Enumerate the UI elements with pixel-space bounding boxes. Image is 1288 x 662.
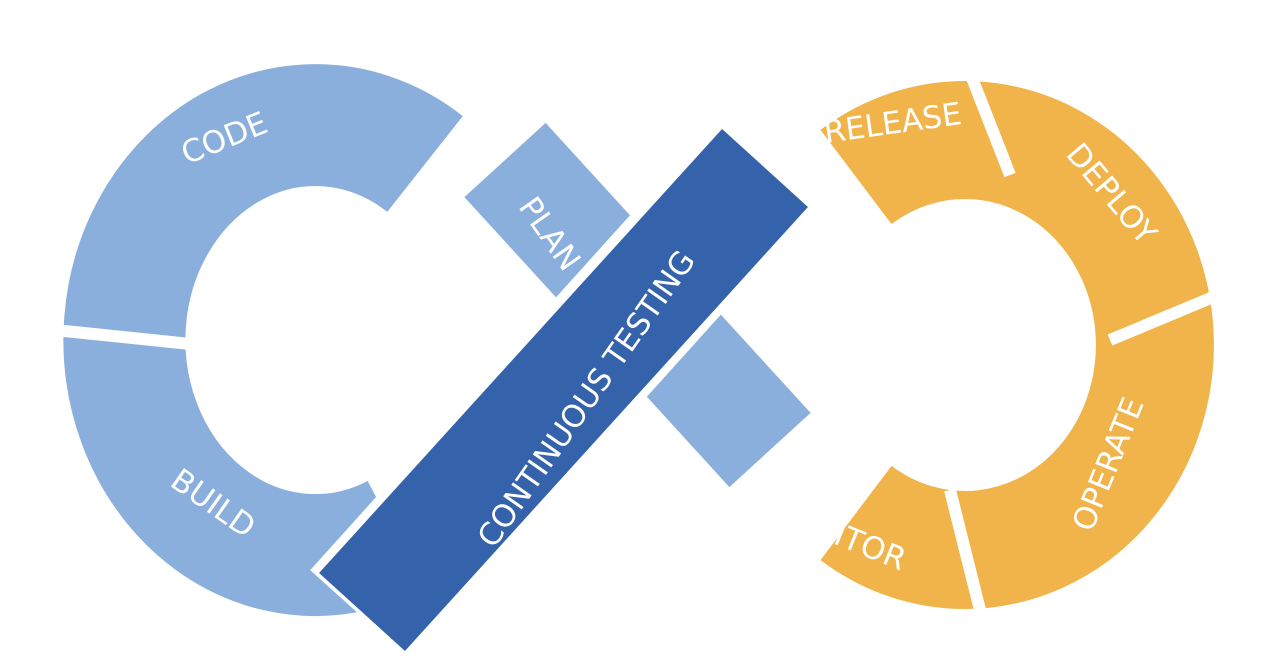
testing-band: [319, 129, 808, 651]
left-loop-band: [63, 64, 463, 617]
right-loop-band: [820, 81, 1214, 609]
separator-deploy-operate: [1107, 284, 1233, 346]
separator-release-deploy: [959, 57, 1016, 178]
separator-operate-monitor: [944, 488, 991, 632]
separator-code-build: [54, 324, 201, 351]
